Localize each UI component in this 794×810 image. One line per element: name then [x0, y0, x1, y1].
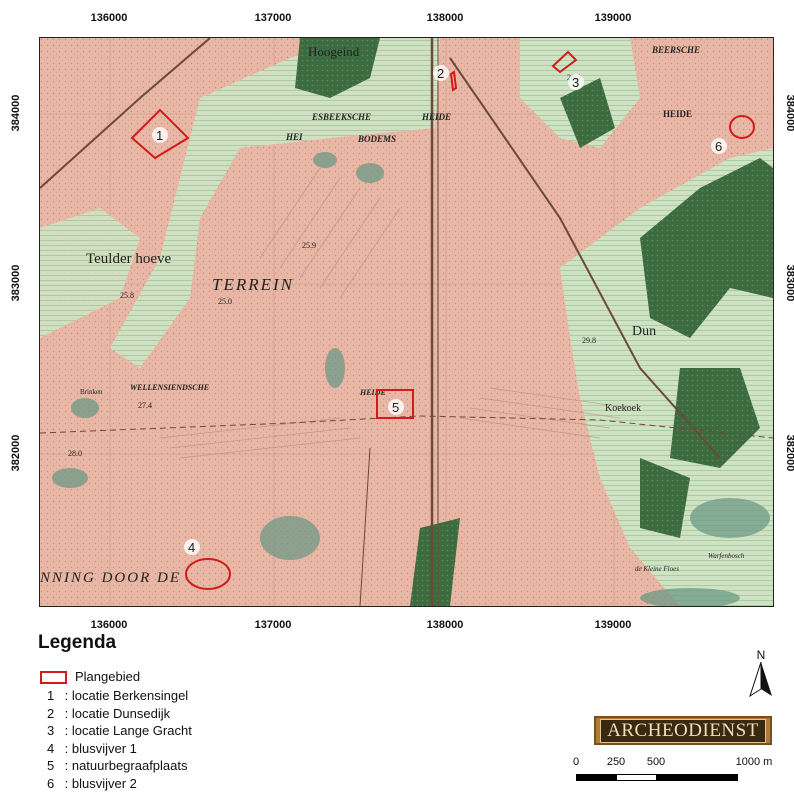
north-arrow-icon	[749, 661, 772, 698]
label-koekoek: Koekoek	[605, 403, 641, 414]
legend-plan-label: Plangebied	[75, 669, 141, 684]
study-area-number-6: 6	[715, 139, 722, 154]
study-area-6	[729, 115, 755, 139]
study-area-1	[130, 108, 190, 160]
y-tick-left-382000: 382000	[10, 434, 22, 472]
label-heide-mid: HEIDE	[359, 388, 386, 397]
label-elev-2: 25.8	[120, 291, 134, 300]
label-hoogeind: Hoogeind	[308, 44, 360, 59]
x-tick-top-138000: 138000	[426, 12, 464, 24]
label-dun: Dun	[632, 324, 656, 339]
plangebied-swatch	[40, 671, 67, 684]
scale-label-0: 0	[572, 756, 580, 768]
scale-bar: 0 250 500 1000 m	[572, 756, 778, 786]
legend-item-label: : locatie Dunsedijk	[64, 705, 171, 721]
label-heide-top: HEIDE	[421, 112, 451, 122]
label-tering-door: NNING DOOR DE	[40, 570, 181, 586]
label-hei: HEI	[285, 132, 303, 142]
scale-label-250: 250	[606, 756, 626, 768]
label-terrein: TERREIN	[212, 275, 294, 294]
study-area-numbers: 1 2 3 4 5 6	[152, 65, 727, 555]
north-arrow: N	[748, 648, 774, 703]
label-elev-5: 29.8	[582, 336, 596, 345]
scale-segment-2	[616, 774, 657, 781]
legend-item-number: 3	[47, 723, 55, 739]
study-area-number-4: 4	[188, 540, 195, 555]
label-bodems: BODEMS	[357, 134, 396, 144]
study-area-5	[376, 389, 414, 419]
scale-segment-1	[576, 774, 617, 781]
legend-item-number: 5	[47, 758, 55, 774]
y-tick-right-383000: 383000	[784, 264, 794, 302]
study-area-2	[449, 70, 458, 92]
legend-list: 1 : locatie Berkensingel 2 : locatie Dun…	[47, 687, 192, 793]
y-tick-left-383000: 383000	[10, 264, 22, 302]
x-tick-bottom-139000: 139000	[594, 619, 632, 631]
legend-item-label: : locatie Berkensingel	[64, 688, 189, 703]
label-warfenbosch: Warfenbosch	[708, 552, 745, 560]
x-tick-top-136000: 136000	[90, 12, 128, 24]
x-tick-bottom-137000: 137000	[254, 619, 292, 631]
label-wellensiendsche: WELLENSIENDSCHE	[130, 383, 209, 392]
logo-text: ARCHEODIENST	[600, 718, 766, 743]
legend-item-number: 2	[47, 705, 55, 721]
study-area-number-5: 5	[392, 400, 399, 415]
north-letter: N	[756, 648, 766, 662]
study-area-number-1: 1	[156, 128, 163, 143]
y-tick-right-384000: 384000	[784, 94, 794, 132]
legend-item-label: : locatie Lange Gracht	[64, 723, 192, 739]
x-tick-bottom-136000: 136000	[90, 619, 128, 631]
study-area-number-2: 2	[437, 66, 444, 81]
legend-item: 3 : locatie Lange Gracht	[47, 722, 192, 740]
map-canvas: Hoogeind BEERSCHE HEIDE ESBEEKSCHE HEIDE…	[40, 38, 773, 606]
label-teulder-hoeve: Teulder hoeve	[86, 251, 172, 267]
legend-item: 1 : locatie Berkensingel	[47, 687, 192, 705]
study-area-number-3: 3	[572, 75, 579, 90]
x-tick-top-139000: 139000	[594, 12, 632, 24]
label-elev-6: 25.0	[218, 297, 232, 306]
legend-item-label: : natuurbegraafplaats	[64, 758, 188, 774]
topographic-map[interactable]: Hoogeind BEERSCHE HEIDE ESBEEKSCHE HEIDE…	[39, 37, 774, 607]
x-tick-top-137000: 137000	[254, 12, 292, 24]
legend-item-label: : blusvijver 1	[64, 740, 137, 756]
y-tick-right-382000: 382000	[784, 434, 794, 472]
pond-patches	[52, 152, 770, 606]
label-elev-4: 28.0	[68, 449, 82, 458]
study-area-4	[185, 558, 231, 590]
relief-hachures	[159, 167, 631, 459]
x-tick-bottom-138000: 138000	[426, 619, 464, 631]
scale-label-1000: 1000 m	[735, 756, 773, 768]
legend-item: 2 : locatie Dunsedijk	[47, 705, 192, 723]
woodland-areas	[295, 38, 773, 606]
label-brinken: Brinken	[80, 388, 103, 396]
label-kleine-floes: de Kleine Floes	[635, 565, 679, 573]
scale-label-500: 500	[646, 756, 666, 768]
scale-segment-3	[656, 774, 738, 781]
archeodienst-logo: ARCHEODIENST	[594, 716, 772, 745]
label-beeksche: BEERSCHE	[651, 45, 700, 55]
legend-item-number: 1	[47, 688, 55, 703]
map-labels: Hoogeind BEERSCHE HEIDE ESBEEKSCHE HEIDE…	[40, 44, 745, 586]
legend-item: 6 : blusvijver 2	[47, 775, 192, 793]
study-area-3	[551, 50, 578, 74]
study-area-outlines	[130, 50, 755, 590]
label-elev-1: 25.9	[302, 241, 316, 250]
legend-item-number: 4	[47, 740, 55, 756]
legend-title: Legenda	[38, 632, 117, 653]
roads	[40, 38, 773, 606]
legend-item: 4 : blusvijver 1	[47, 740, 192, 758]
y-tick-left-384000: 384000	[10, 94, 22, 132]
legend-item-label: : blusvijver 2	[64, 775, 137, 791]
label-elev-3: 27.4	[138, 401, 152, 410]
legend-item: 5 : natuurbegraafplaats	[47, 757, 192, 775]
legend-item-number: 6	[47, 775, 55, 791]
label-heide-ne: HEIDE	[663, 109, 692, 119]
label-esbeeksche: ESBEEKSCHE	[311, 112, 371, 122]
